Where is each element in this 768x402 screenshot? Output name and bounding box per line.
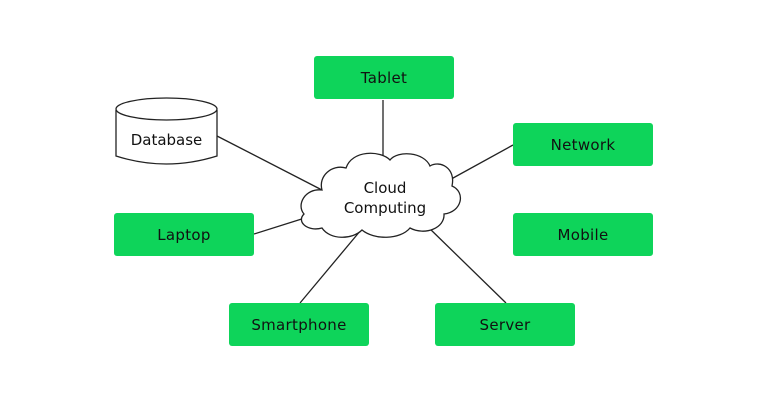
- node-tablet-label: Tablet: [360, 68, 408, 87]
- cloud-label-line1: Cloud: [363, 179, 407, 197]
- node-network-label: Network: [550, 135, 616, 154]
- node-smartphone-label: Smartphone: [251, 315, 347, 334]
- database-cylinder-icon: [115, 97, 218, 165]
- link-network: [443, 144, 514, 184]
- node-network: Network: [513, 123, 653, 166]
- node-server-label: Server: [479, 315, 531, 334]
- link-database: [216, 135, 323, 191]
- node-mobile: Mobile: [513, 213, 653, 256]
- link-smartphone: [299, 229, 362, 304]
- link-server: [426, 225, 507, 304]
- node-laptop-label: Laptop: [157, 225, 211, 244]
- database-label: Database: [130, 131, 203, 149]
- node-mobile-label: Mobile: [557, 225, 609, 244]
- node-server: Server: [435, 303, 575, 346]
- cloud-label: Cloud Computing: [330, 178, 440, 218]
- node-laptop: Laptop: [114, 213, 254, 256]
- cloud-label-line2: Computing: [343, 199, 427, 217]
- cloud-shape-icon: [300, 152, 462, 238]
- node-tablet: Tablet: [314, 56, 454, 99]
- node-smartphone: Smartphone: [229, 303, 369, 346]
- link-laptop: [253, 216, 309, 235]
